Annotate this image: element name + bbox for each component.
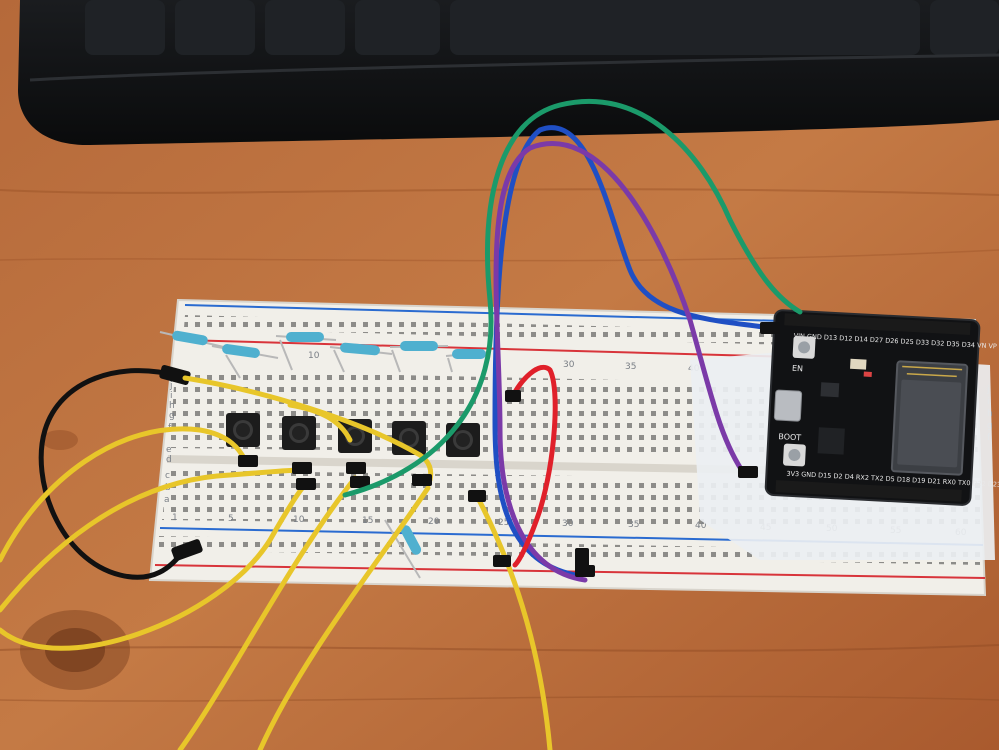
green-wire [342,98,803,498]
row-letter: a [164,495,170,505]
column-number: 15 [362,516,373,526]
yellow-wire [177,475,358,750]
en-button-label: EN [792,364,804,374]
column-number: 40 [695,521,707,531]
keyboard [18,0,999,146]
yellow-wire [0,426,248,563]
pin-header-bottom [775,480,962,502]
usb-port [773,389,803,422]
row-letter: c [165,471,170,481]
row-letter: d [166,455,172,465]
row-letter: e [166,445,172,455]
push-button [282,416,316,450]
column-number: 5 [228,514,234,524]
resistors [159,330,491,579]
row-letter: j [169,381,173,391]
yellow-wire [182,375,434,483]
resistor [329,342,393,373]
resistor [384,519,422,579]
column-number: 10 [293,515,305,525]
resistor [389,341,449,373]
red-wire [509,365,558,568]
boot-button-label: BOOT [778,432,801,442]
column-number: 20 [428,517,440,527]
pin-header-top [784,313,971,336]
column-number: 30 [562,519,574,529]
yellow-wire [0,467,303,613]
key [450,0,920,55]
yellow-wire [475,495,553,750]
row-letter: g [169,411,175,421]
column-number: 35 [625,362,636,372]
column-number: 35 [628,520,639,530]
column-number: 30 [563,360,575,370]
yellow-wire [257,485,431,750]
key [355,0,440,55]
jumper-wires [0,98,803,750]
yellow-wire [0,482,308,651]
resistor [159,330,229,349]
key [85,0,165,55]
column-number: 25 [498,518,509,528]
push-button [446,423,480,457]
row-letter: i [170,391,173,401]
resistor [445,349,491,373]
purple-wire [493,141,748,583]
row-letter: h [169,401,175,411]
column-number: 1 [172,513,178,523]
yellow-wire [287,402,353,443]
esp32-dev-board: VIN GND D13 D12 D14 D27 D26 D25 D33 D32 … [764,309,999,506]
key [175,0,255,55]
key [265,0,345,55]
push-buttons [226,413,480,457]
resistor [211,344,279,379]
key [930,0,999,55]
resistor [275,332,337,371]
column-number: 10 [308,351,320,361]
push-button [226,413,260,447]
blue-wire [492,125,773,578]
status-led [863,371,872,377]
